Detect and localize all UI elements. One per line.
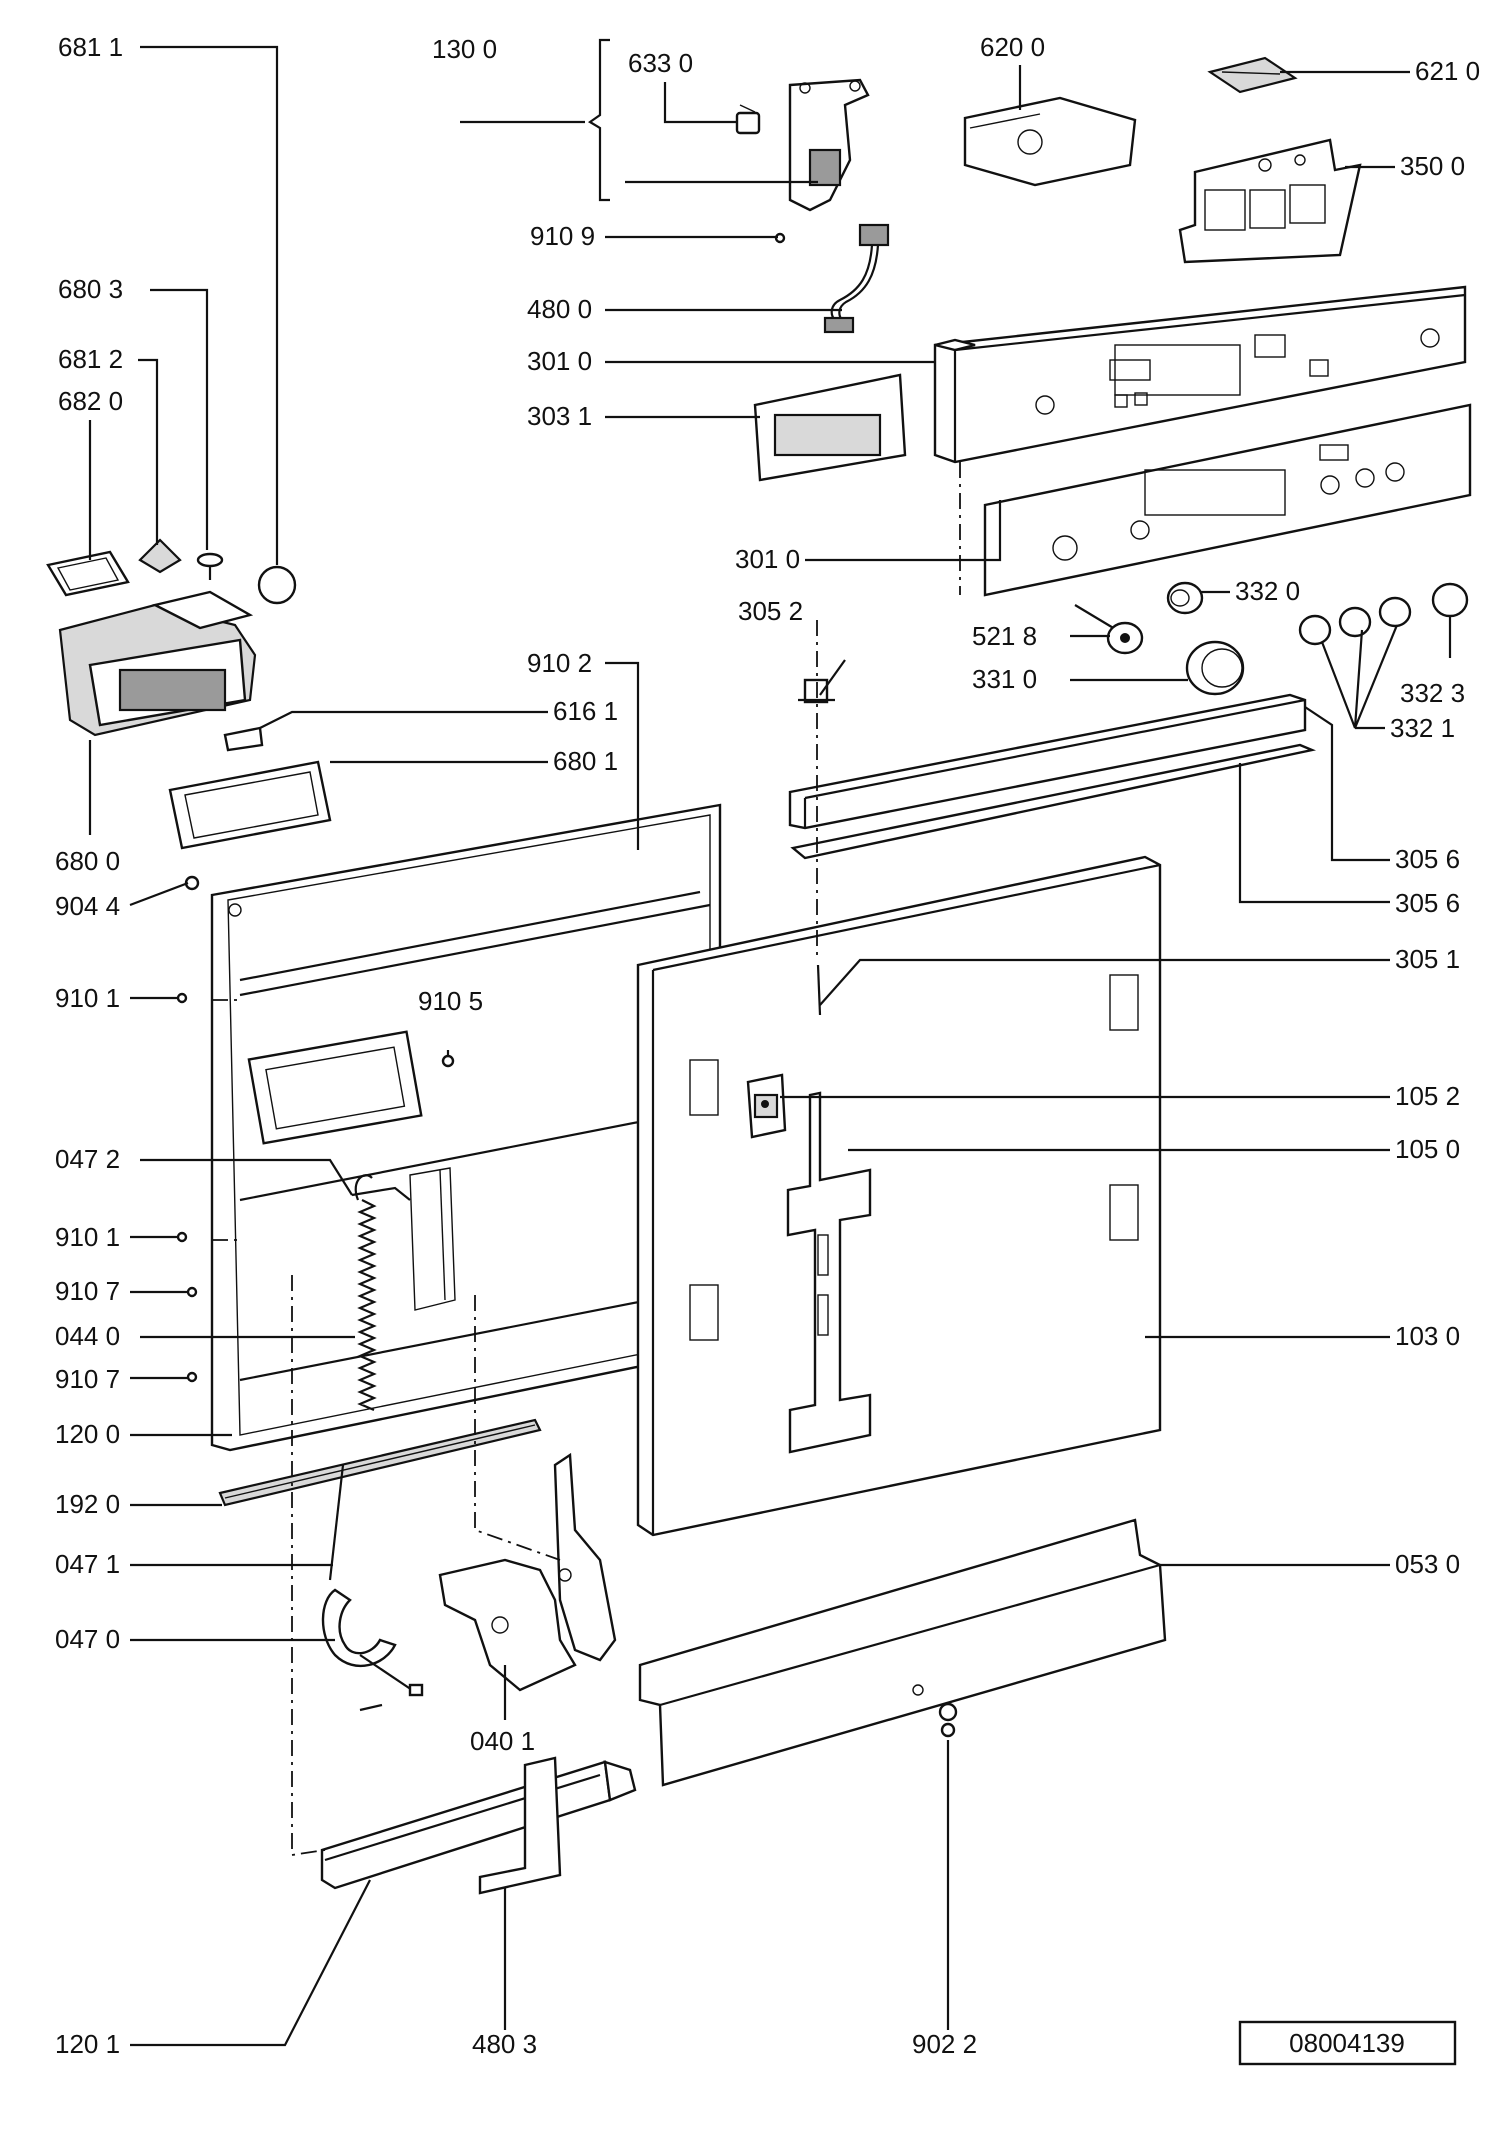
part-681-1: [257, 565, 297, 605]
label-681-2: 681 2: [58, 344, 123, 374]
label-332-3: 332 3: [1400, 678, 1465, 708]
part-681-2: [138, 538, 182, 574]
label-616-1: 616 1: [553, 696, 618, 726]
label-910-7-a: 910 7: [55, 1276, 120, 1306]
label-621-0: 621 0: [1415, 56, 1480, 86]
label-053-0: 053 0: [1395, 1549, 1460, 1579]
label-910-9: 910 9: [530, 221, 595, 251]
label-902-2: 902 2: [912, 2029, 977, 2059]
label-192-0: 192 0: [55, 1489, 120, 1519]
label-633-0: 633 0: [628, 48, 693, 78]
part-105-0: [786, 1091, 872, 1454]
part-332-3: [1431, 582, 1469, 618]
label-301-0-a: 301 0: [527, 346, 592, 376]
drawing-number-box: 08004139: [1238, 2020, 1457, 2066]
label-303-1: 303 1: [527, 401, 592, 431]
label-350-0: 350 0: [1400, 151, 1465, 181]
part-331-0: [1185, 640, 1245, 696]
part-301-0-back: [933, 285, 1467, 464]
part-103-0-outer-door: [636, 855, 1162, 1537]
label-620-0: 620 0: [980, 32, 1045, 62]
part-120-1: [320, 1760, 637, 1890]
part-305-2: [798, 678, 835, 704]
part-105-2: [746, 1073, 787, 1139]
part-480-0: [823, 223, 890, 334]
label-305-6-b: 305 6: [1395, 888, 1460, 918]
part-047-1: [328, 1464, 345, 1581]
label-305-1: 305 1: [1395, 944, 1460, 974]
label-910-1-b: 910 1: [55, 1222, 120, 1252]
drawing-number: 08004139: [1289, 2028, 1405, 2058]
part-902-2: [938, 1702, 958, 1738]
label-480-0: 480 0: [527, 294, 592, 324]
label-521-8: 521 8: [972, 621, 1037, 651]
label-910-5: 910 5: [418, 986, 483, 1016]
part-680-3: [196, 552, 224, 580]
part-521-8: [1074, 604, 1144, 655]
label-681-1: 681 1: [58, 32, 123, 62]
part-332-0: [1166, 581, 1204, 615]
label-301-0-b: 301 0: [735, 544, 800, 574]
part-680-1: [168, 760, 332, 850]
part-303-1: [753, 373, 907, 482]
label-910-7-b: 910 7: [55, 1364, 120, 1394]
part-301-0-front: [983, 403, 1472, 597]
part-910-7-b: [186, 1371, 198, 1383]
label-682-0: 682 0: [58, 386, 123, 416]
alignment-lines: [212, 462, 961, 1857]
label-105-0: 105 0: [1395, 1134, 1460, 1164]
label-047-0: 047 0: [55, 1624, 120, 1654]
part-910-1-a: [176, 992, 188, 1004]
part-053-0: [638, 1518, 1167, 1787]
part-910-5: [441, 1054, 455, 1068]
label-305-2: 305 2: [738, 596, 803, 626]
part-621-0: [1207, 56, 1298, 94]
label-103-0: 103 0: [1395, 1321, 1460, 1351]
label-904-4: 904 4: [55, 891, 120, 921]
label-040-1: 040 1: [470, 1726, 535, 1756]
part-682-0: [46, 550, 130, 597]
label-120-0: 120 0: [55, 1419, 120, 1449]
part-616-1: [223, 726, 264, 752]
leader-lines: [88, 38, 1452, 2047]
label-120-1: 120 1: [55, 2029, 120, 2059]
part-305-1: [816, 964, 822, 1016]
part-labels: 681 1 130 0 633 0 620 0 621 0 350 0 910 …: [55, 32, 1480, 2059]
label-332-1: 332 1: [1390, 713, 1455, 743]
part-047-0: [321, 1588, 424, 1712]
label-680-1: 680 1: [553, 746, 618, 776]
part-680-0: [58, 590, 257, 737]
part-480-3: [478, 1756, 562, 1895]
part-130-0: [788, 78, 870, 212]
part-910-7-a: [186, 1286, 198, 1298]
part-120-0-inner-door: [210, 803, 722, 1452]
part-910-1-b: [176, 1231, 188, 1243]
part-633-0: [735, 104, 761, 135]
label-305-6-a: 305 6: [1395, 844, 1460, 874]
part-350-0: [1178, 138, 1362, 264]
label-680-3: 680 3: [58, 274, 123, 304]
label-047-1: 047 1: [55, 1549, 120, 1579]
label-910-2: 910 2: [527, 648, 592, 678]
label-105-2: 105 2: [1395, 1081, 1460, 1111]
part-047-2: [351, 1186, 411, 1201]
label-331-0: 331 0: [972, 664, 1037, 694]
part-332-1: [1298, 596, 1412, 646]
label-130-0: 130 0: [432, 34, 497, 64]
part-192-0: [218, 1418, 542, 1507]
label-047-2: 047 2: [55, 1144, 120, 1174]
label-044-0: 044 0: [55, 1321, 120, 1351]
part-305-6-lower: [790, 743, 1317, 860]
part-305-6-upper: [788, 693, 1307, 830]
label-480-3: 480 3: [472, 2029, 537, 2059]
label-332-0: 332 0: [1235, 576, 1300, 606]
part-620-0: [963, 96, 1137, 187]
part-040-1: [438, 1452, 617, 1692]
label-680-0: 680 0: [55, 846, 120, 876]
label-910-1-a: 910 1: [55, 983, 120, 1013]
